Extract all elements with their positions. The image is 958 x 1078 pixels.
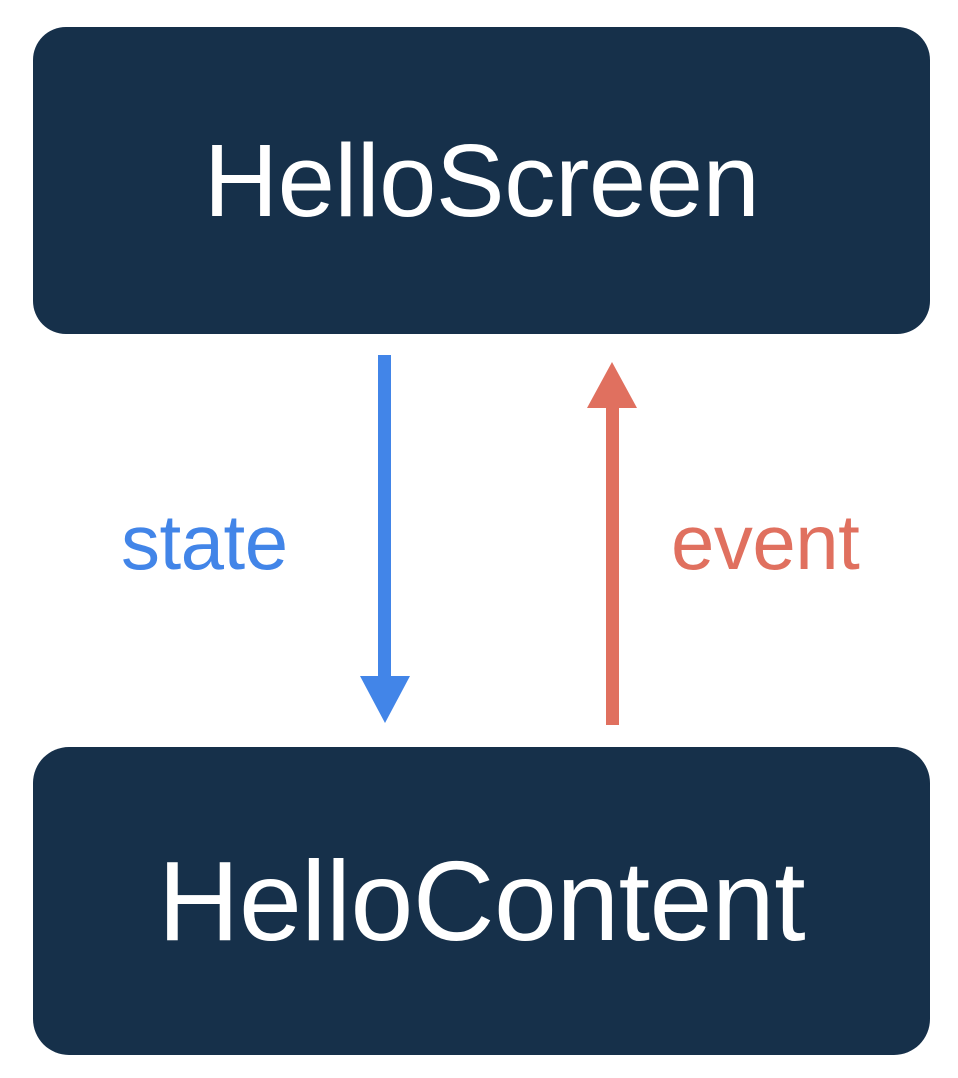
node-hello-screen[interactable]: HelloScreen xyxy=(33,27,930,334)
node-hello-content[interactable]: HelloContent xyxy=(33,747,930,1055)
up-arrow-icon xyxy=(587,362,637,725)
edge-label-event: event xyxy=(671,498,860,586)
event-arrow-shaft xyxy=(606,407,619,725)
event-arrow-head xyxy=(587,362,637,408)
node-hello-content-label: HelloContent xyxy=(157,837,806,964)
edge-label-state: state xyxy=(121,498,288,586)
state-arrow-head xyxy=(360,676,410,723)
down-arrow-icon xyxy=(360,355,410,723)
node-hello-screen-label: HelloScreen xyxy=(203,123,760,238)
state-arrow-shaft xyxy=(378,355,391,678)
